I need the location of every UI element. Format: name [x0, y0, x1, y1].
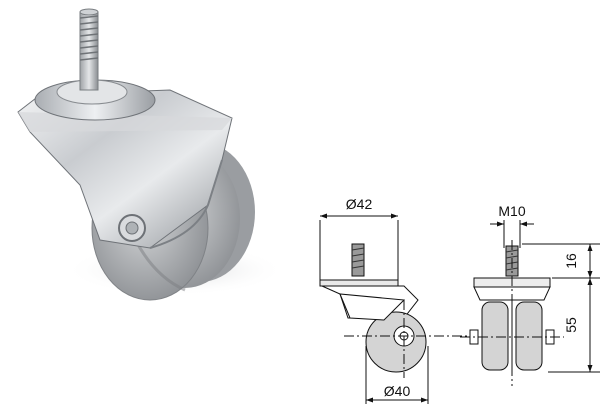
caster-photo [17, 8, 285, 301]
wheel-front-right [515, 301, 543, 371]
label-width-42: Ø42 [346, 196, 373, 212]
label-wheel-diameter-40: Ø40 [384, 383, 411, 399]
label-stem-16: 16 [563, 253, 579, 269]
caster-fork [17, 79, 233, 249]
threaded-stem [79, 8, 99, 91]
label-height-55: 55 [563, 317, 579, 333]
front-view-drawing [460, 220, 600, 386]
wheel-front-left [481, 301, 509, 371]
side-view-drawing [319, 213, 470, 404]
label-thread-m10: M10 [498, 203, 525, 219]
